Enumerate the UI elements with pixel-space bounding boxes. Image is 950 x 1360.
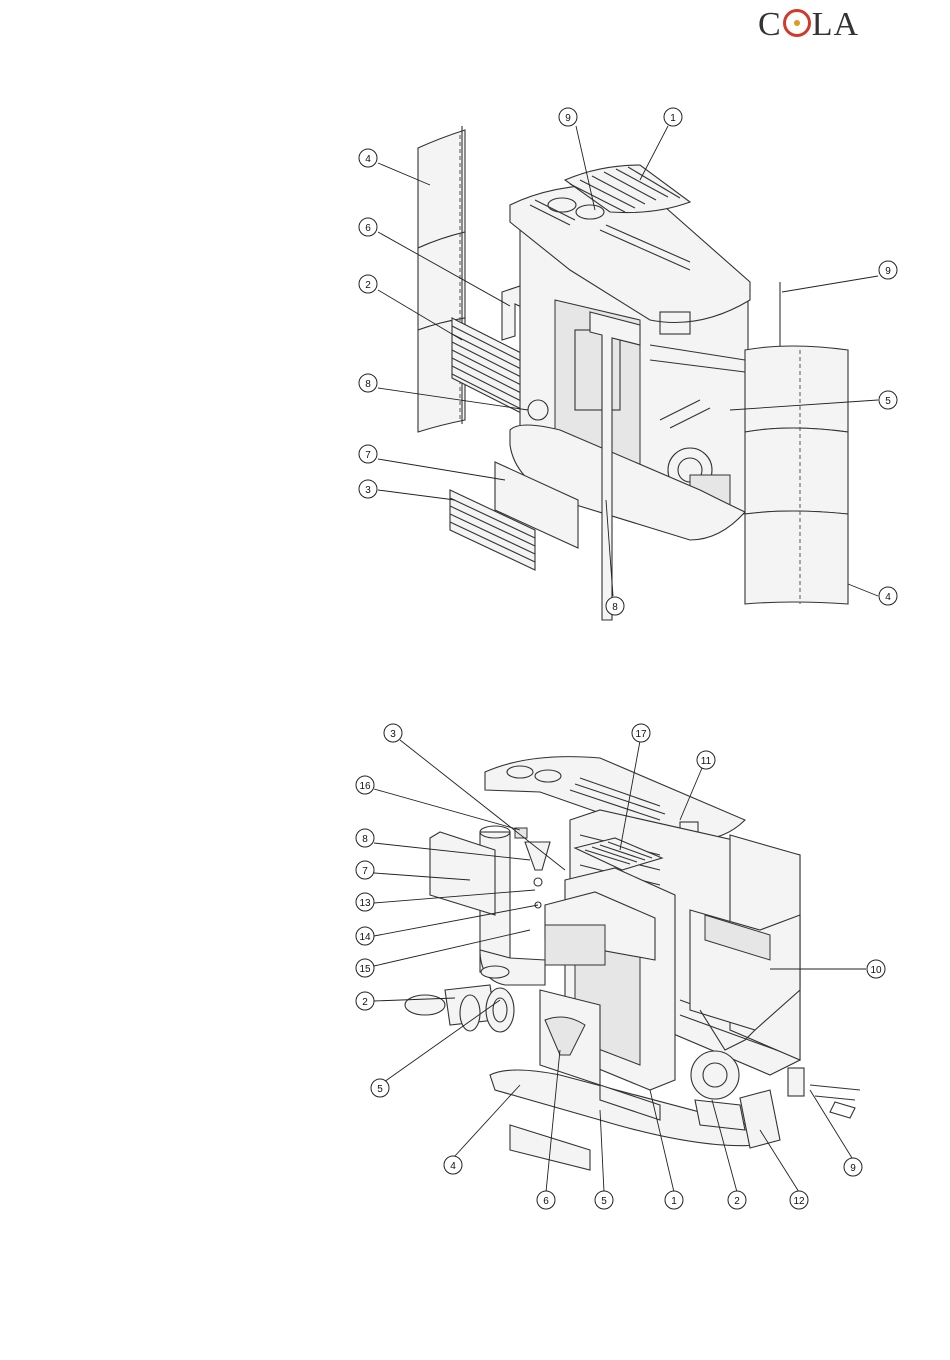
- callout-t3: 3: [359, 480, 377, 498]
- svg-text:6: 6: [365, 223, 371, 234]
- callout-b17: 17: [632, 724, 650, 742]
- svg-text:5: 5: [601, 1196, 607, 1207]
- svg-text:2: 2: [734, 1196, 740, 1207]
- callout-t8b: 8: [606, 597, 624, 615]
- svg-text:9: 9: [885, 266, 891, 277]
- svg-text:3: 3: [390, 729, 396, 740]
- bottom-exploded-view: [405, 757, 860, 1170]
- callout-b2a: 2: [356, 992, 374, 1010]
- callout-b14: 14: [356, 927, 374, 945]
- callout-b5a: 5: [371, 1079, 389, 1097]
- power-cable: [788, 1068, 860, 1118]
- top-exploded-view: [418, 126, 848, 620]
- callout-t4b: 4: [879, 587, 897, 605]
- svg-text:1: 1: [670, 113, 676, 124]
- svg-text:4: 4: [365, 154, 371, 165]
- svg-text:13: 13: [359, 898, 371, 909]
- callout-t8a: 8: [359, 374, 377, 392]
- svg-text:16: 16: [359, 781, 371, 792]
- callout-b10: 10: [867, 960, 885, 978]
- callout-b7: 7: [356, 861, 374, 879]
- callout-t9a: 9: [559, 108, 577, 126]
- left-side-panels: [418, 126, 465, 432]
- svg-text:8: 8: [362, 834, 368, 845]
- callout-b12: 12: [790, 1191, 808, 1209]
- svg-text:9: 9: [565, 113, 571, 124]
- funnel-part: [525, 842, 550, 870]
- room-blower: [691, 1051, 745, 1130]
- callout-t4a: 4: [359, 149, 377, 167]
- svg-text:15: 15: [359, 964, 371, 975]
- callout-t2: 2: [359, 275, 377, 293]
- svg-text:17: 17: [635, 729, 647, 740]
- svg-text:2: 2: [362, 997, 368, 1008]
- callout-b2b: 2: [728, 1191, 746, 1209]
- svg-text:12: 12: [793, 1196, 805, 1207]
- svg-text:2: 2: [365, 280, 371, 291]
- svg-text:8: 8: [365, 379, 371, 390]
- callout-t6: 6: [359, 218, 377, 236]
- svg-text:11: 11: [701, 756, 712, 767]
- callout-b16: 16: [356, 776, 374, 794]
- right-side-panels: [745, 346, 848, 604]
- svg-text:5: 5: [885, 396, 891, 407]
- callout-b1: 1: [665, 1191, 683, 1209]
- svg-text:7: 7: [365, 450, 371, 461]
- fan-assembly: [528, 400, 548, 420]
- callout-b11: 11: [697, 751, 715, 769]
- svg-text:4: 4: [450, 1161, 456, 1172]
- callout-b6: 6: [537, 1191, 555, 1209]
- svg-text:9: 9: [850, 1163, 856, 1174]
- svg-text:1: 1: [671, 1196, 677, 1207]
- svg-text:3: 3: [365, 485, 371, 496]
- svg-text:5: 5: [377, 1084, 383, 1095]
- callout-b9: 9: [844, 1158, 862, 1176]
- callout-t7: 7: [359, 445, 377, 463]
- svg-text:8: 8: [612, 602, 618, 613]
- callout-t5: 5: [879, 391, 897, 409]
- callout-b3: 3: [384, 724, 402, 742]
- callout-t9b: 9: [879, 261, 897, 279]
- svg-text:4: 4: [885, 592, 891, 603]
- callout-b4: 4: [444, 1156, 462, 1174]
- svg-text:14: 14: [359, 932, 371, 943]
- svg-text:6: 6: [543, 1196, 549, 1207]
- exhaust-fan-assembly: [405, 985, 514, 1032]
- svg-text:10: 10: [870, 965, 882, 976]
- svg-text:7: 7: [362, 866, 368, 877]
- callout-b13: 13: [356, 893, 374, 911]
- callout-b8: 8: [356, 829, 374, 847]
- callout-b15: 15: [356, 959, 374, 977]
- callout-b5b: 5: [595, 1191, 613, 1209]
- callout-t1: 1: [664, 108, 682, 126]
